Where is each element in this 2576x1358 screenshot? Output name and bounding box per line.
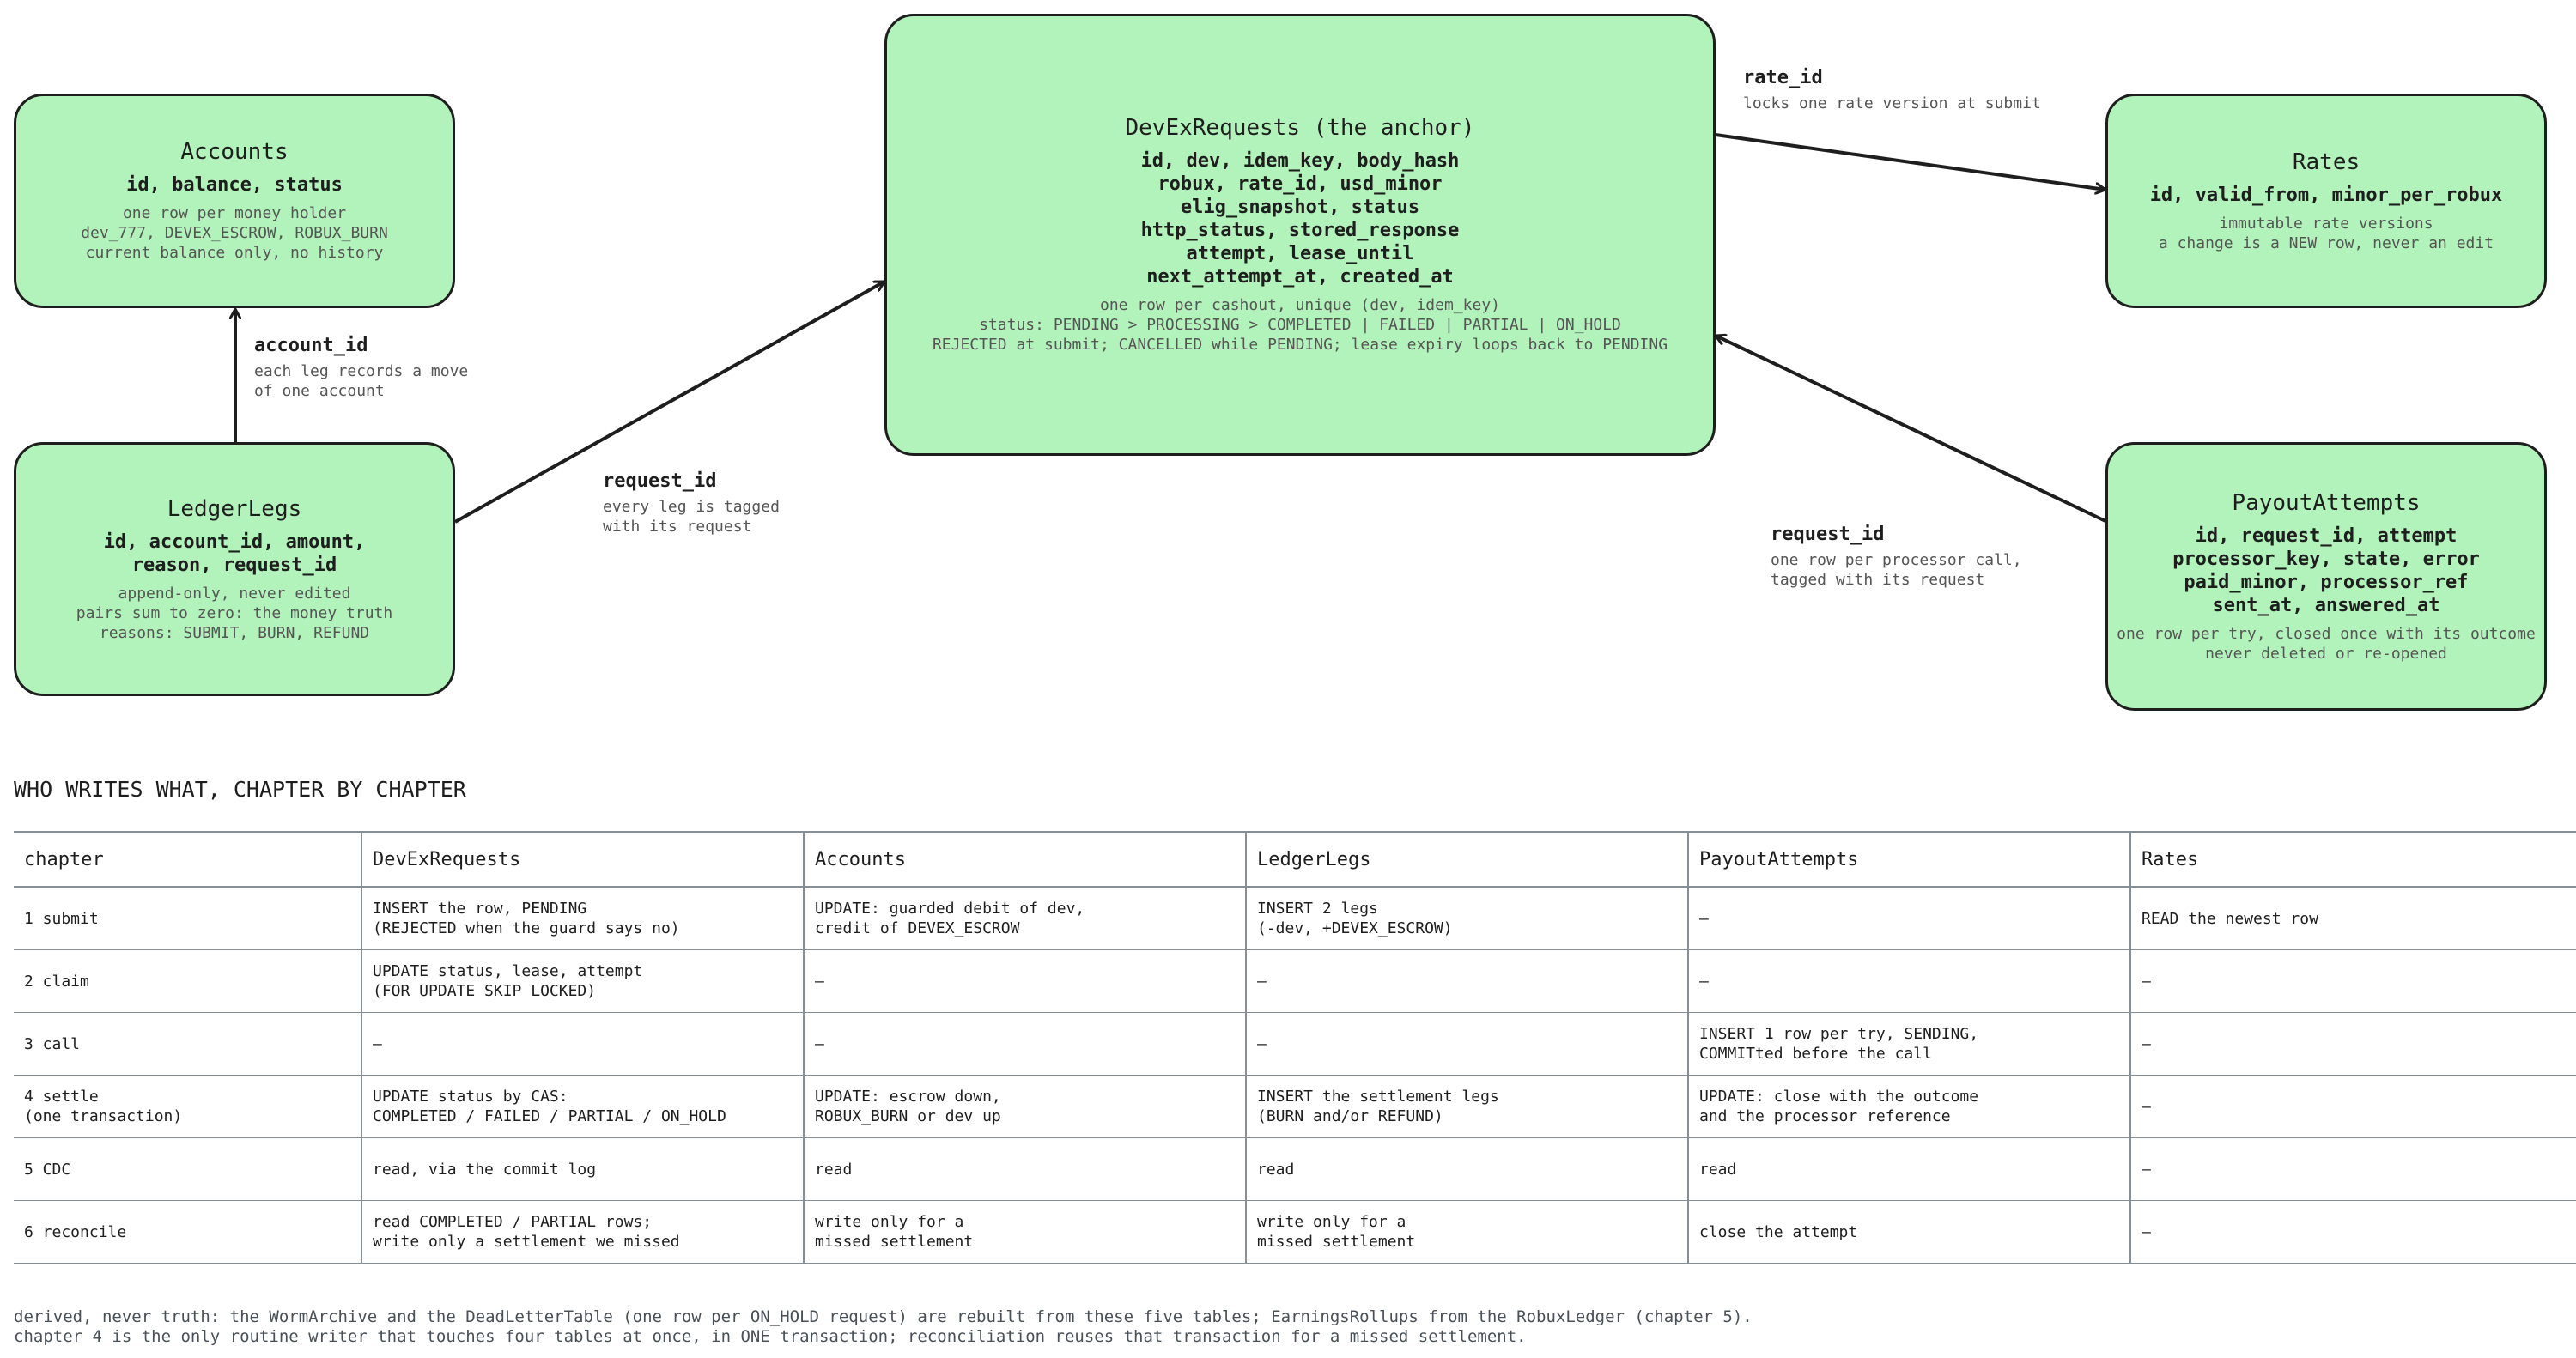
table-cell: read, via the commit log [361,1137,805,1201]
relation-description: one row per processor call, tagged with … [1771,551,2022,589]
table-cell: – [2129,1075,2576,1138]
entity-payoutattempts: PayoutAttempts id, request_id, attempt p… [2105,442,2547,711]
table-cell: – [1245,1012,1689,1076]
relation-name: account_id [254,335,368,356]
table-cell: UPDATE status by CAS: COMPLETED / FAILED… [361,1075,805,1138]
entity-notes: immutable rate versions a change is a NE… [2158,214,2494,252]
table-cell: 5 CDC [14,1137,362,1201]
table-row: 1 submit INSERT the row, PENDING (REJECT… [14,886,2576,950]
relationship-arrows [0,133,2576,524]
entity-notes: append-only, never edited pairs sum to z… [76,584,393,642]
relation-name: rate_id [1743,67,1823,88]
footer-note: chapter 4 is the only routine writer tha… [14,1327,1527,1346]
relation-name: request_id [1771,524,1885,545]
entity-title: PayoutAttempts [2232,489,2421,516]
footer-notes: derived, never truth: the WormArchive an… [14,1307,1753,1347]
entity-title: LedgerLegs [167,495,302,522]
table-cell: 1 submit [14,886,362,950]
entity-rates: Rates id, valid_from, minor_per_robux im… [2105,94,2547,308]
relation-label-rate-id: rate_id locks one rate version at submit [1743,67,2041,113]
table-cell: 6 reconcile [14,1200,362,1264]
table-cell: 2 claim [14,949,362,1013]
table-cell: – [1687,949,2131,1013]
table-cell: close the attempt [1687,1200,2131,1264]
relation-name: request_id [603,470,717,492]
table-cell: INSERT the row, PENDING (REJECTED when t… [361,886,805,950]
table-cell: UPDATE: close with the outcome and the p… [1687,1075,2131,1138]
table-cell: – [2129,1012,2576,1076]
header-rates: Rates [2129,831,2576,888]
table-cell: INSERT 2 legs (-dev, +DEVEX_ESCROW) [1245,886,1689,950]
table-cell: read [803,1137,1247,1201]
entity-fields: id, account_id, amount, reason, request_… [103,530,366,576]
table-cell: – [2129,1200,2576,1264]
table-cell: – [803,949,1247,1013]
relation-label-request-id-legs: request_id every leg is tagged with its … [603,470,780,537]
table-cell: write only for a missed settlement [1245,1200,1689,1264]
relation-description: locks one rate version at submit [1743,94,2041,112]
arrow-ledgerlegs-to-devexrequests [454,280,884,524]
table-header-row: chapter DevExRequests Accounts LedgerLeg… [14,831,2576,888]
table-cell: – [803,1012,1247,1076]
table-cell: write only for a missed settlement [803,1200,1247,1264]
entity-devexrequests: DevExRequests (the anchor) id, dev, idem… [884,14,1716,456]
table-cell: 3 call [14,1012,362,1076]
entity-fields: id, balance, status [126,174,343,196]
arrow-payoutattempts-to-devexrequests [1716,336,2106,523]
table-cell: read [1687,1137,2131,1201]
section-title: WHO WRITES WHAT, CHAPTER BY CHAPTER [14,777,466,802]
table-cell: READ the newest row [2129,886,2576,950]
table-cell: UPDATE status, lease, attempt (FOR UPDAT… [361,949,805,1013]
relation-description: every leg is tagged with its request [603,498,780,536]
entity-notes: one row per try, closed once with its ou… [2117,624,2536,663]
table-cell: – [1245,949,1689,1013]
writes-table: chapter DevExRequests Accounts LedgerLeg… [14,831,2576,1264]
table-cell: – [2129,949,2576,1013]
entity-fields: id, dev, idem_key, body_hash robux, rate… [1140,150,1460,288]
table-cell: – [1687,886,2131,950]
table-row: 6 reconcile read COMPLETED / PARTIAL row… [14,1200,2576,1264]
entity-title: Rates [2292,149,2360,175]
header-devexrequests: DevExRequests [361,831,805,888]
table-row: 3 call – – – INSERT 1 row per try, SENDI… [14,1012,2576,1076]
table-cell: INSERT the settlement legs (BURN and/or … [1245,1075,1689,1138]
table-cell: UPDATE: guarded debit of dev, credit of … [803,886,1247,950]
header-accounts: Accounts [803,831,1247,888]
relation-label-request-id-attempts: request_id one row per processor call, t… [1771,524,2022,590]
table-cell: – [361,1012,805,1076]
header-ledgerlegs: LedgerLegs [1245,831,1689,888]
footer-note: derived, never truth: the WormArchive an… [14,1307,1753,1326]
entity-fields: id, valid_from, minor_per_robux [2149,184,2503,206]
entity-fields: id, request_id, attempt processor_key, s… [2172,524,2480,616]
table-cell: UPDATE: escrow down, ROBUX_BURN or dev u… [803,1075,1247,1138]
table-row: 2 claim UPDATE status, lease, attempt (F… [14,949,2576,1013]
table-cell: read [1245,1137,1689,1201]
entity-notes: one row per cashout, unique (dev, idem_k… [932,296,1668,354]
entity-title: DevExRequests (the anchor) [1125,115,1475,141]
entity-title: Accounts [180,139,289,165]
table-row: 4 settle (one transaction) UPDATE status… [14,1075,2576,1138]
entity-notes: one row per money holder dev_777, DEVEX_… [81,204,388,262]
table-row: 5 CDC read, via the commit log read read… [14,1137,2576,1201]
header-chapter: chapter [14,831,362,888]
relation-label-account-id: account_id each leg records a move of on… [254,335,468,401]
table-cell: 4 settle (one transaction) [14,1075,362,1138]
arrow-devexrequests-to-rates [1715,133,2105,190]
table-cell: INSERT 1 row per try, SENDING, COMMITted… [1687,1012,2131,1076]
table-cell: – [2129,1137,2576,1201]
header-payoutattempts: PayoutAttempts [1687,831,2131,888]
table-cell: read COMPLETED / PARTIAL rows; write onl… [361,1200,805,1264]
entity-ledgerlegs: LedgerLegs id, account_id, amount, reaso… [14,442,455,696]
entity-accounts: Accounts id, balance, status one row per… [14,94,455,308]
relation-description: each leg records a move of one account [254,362,469,400]
